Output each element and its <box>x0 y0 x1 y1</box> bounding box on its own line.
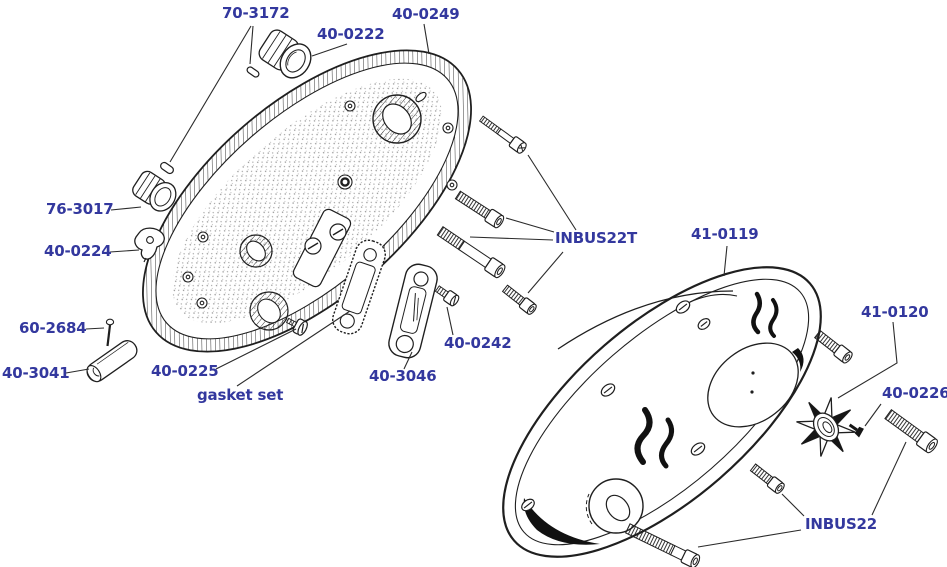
outer-cover <box>502 266 822 558</box>
inbus22-screw-short <box>749 463 785 494</box>
part-label-70-3172: 70-3172 <box>222 4 290 22</box>
inbus22t-screw-long-thin <box>478 115 527 154</box>
plate-40-3046 <box>388 263 438 359</box>
inbus22-bolt-long <box>624 523 701 567</box>
inbus22-screw-upper <box>813 329 853 364</box>
inbus22t-bolt-long <box>436 226 506 279</box>
part-label-inbus22t: INBUS22T <box>555 229 638 247</box>
screw-60-2684 <box>105 318 115 347</box>
cover-screw-holes <box>521 300 711 512</box>
part-label-41-0120: 41-0120 <box>861 303 929 321</box>
part-label-40-0249: 40-0249 <box>392 5 460 23</box>
part-label-40-0226: 40-0226 <box>882 384 947 402</box>
part-label-76-3017: 76-3017 <box>46 200 114 218</box>
inner-timing-cover <box>142 49 472 353</box>
bearing-bore-lower <box>249 291 289 331</box>
bearing-bore-mid <box>239 234 273 268</box>
part-label-inbus22: INBUS22 <box>805 515 878 533</box>
cover-screw-bosses <box>182 91 458 309</box>
cover-kickstart-boss <box>585 478 644 534</box>
part-label-60-2684: 60-2684 <box>19 319 87 337</box>
part-label-40-0222: 40-0222 <box>317 25 385 43</box>
part-label-41-0119: 41-0119 <box>691 225 759 243</box>
gasket <box>332 239 386 335</box>
bushing-76-3017 <box>132 170 177 212</box>
pin-70-3172-lower <box>160 161 174 175</box>
part-label-40-0224: 40-0224 <box>44 242 112 260</box>
part-label-40-0242: 40-0242 <box>444 334 512 352</box>
part-label-gasket-set: gasket set <box>197 386 284 404</box>
inbus22t-screw-short-2 <box>501 284 537 315</box>
part-label-40-3046: 40-3046 <box>369 367 437 385</box>
screw-40-0226 <box>848 423 864 438</box>
part-label-40-3041: 40-3041 <box>2 364 70 382</box>
cover-highlights <box>523 291 804 545</box>
cover-oval-boss <box>707 342 799 428</box>
star-washer-41-0120 <box>796 397 856 457</box>
screw-40-0225 <box>285 317 308 336</box>
screw-40-0242 <box>434 285 460 307</box>
roller-40-3041 <box>86 340 138 383</box>
bearing-bore-large <box>372 94 422 144</box>
part-40-0224 <box>134 227 165 263</box>
points-cover-plate <box>292 208 352 288</box>
pin-70-3172-upper <box>246 66 260 78</box>
inbus22-bolt-large <box>884 408 938 454</box>
leader-lines <box>65 23 907 548</box>
inbus22t-screw-short-1 <box>454 190 505 229</box>
part-label-40-0225: 40-0225 <box>151 362 219 380</box>
bushing-40-0222 <box>258 29 312 79</box>
